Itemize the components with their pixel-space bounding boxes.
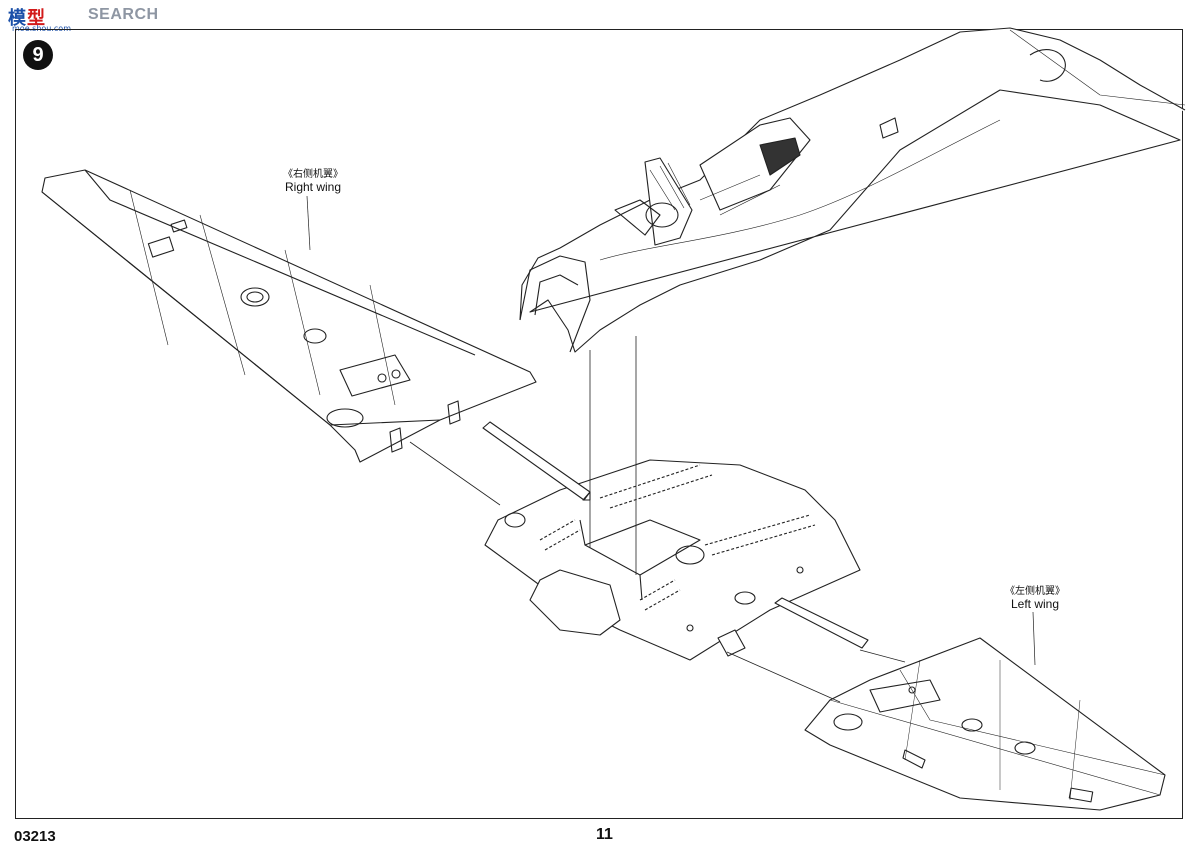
left-wing-label: 《左侧机翼》 Left wing xyxy=(990,582,1080,611)
left-wing-label-en: Left wing xyxy=(1010,597,1060,611)
alignment-lines xyxy=(409,336,906,703)
kit-code: 03213 xyxy=(14,828,56,845)
fuselage xyxy=(519,27,1186,353)
watermark-logo: 模型 xyxy=(8,8,46,29)
watermark-text: SEARCH xyxy=(88,6,159,23)
page-number: 11 xyxy=(596,826,613,843)
right-wing xyxy=(41,169,537,463)
step-number-badge: 9 xyxy=(23,40,53,70)
right-wing-label-cn: 《右侧机翼》 xyxy=(283,169,343,180)
right-wing-label: 《右侧机翼》 Right wing xyxy=(268,165,358,194)
watermark: 模型 SEARCH moe.shou.com xyxy=(8,4,168,34)
center-wing-section xyxy=(484,459,861,661)
page-frame xyxy=(15,29,1183,819)
right-wing-label-en: Right wing xyxy=(284,180,342,194)
left-wing xyxy=(804,637,1166,811)
left-wing-label-cn: 《左侧机翼》 xyxy=(1005,586,1065,597)
label-leaders xyxy=(306,195,1036,666)
watermark-url: moe.shou.com xyxy=(12,24,71,33)
